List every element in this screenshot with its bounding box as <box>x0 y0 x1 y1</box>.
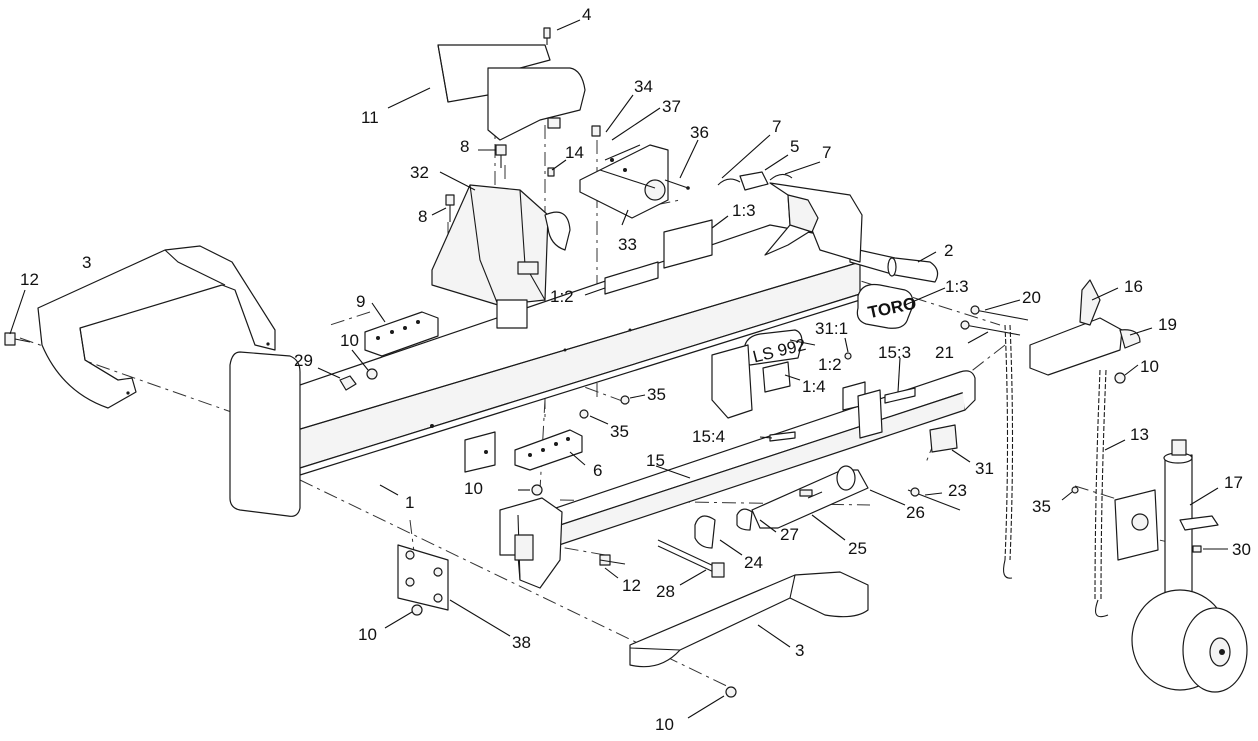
valve-rod <box>664 179 690 190</box>
callout-15-4: 15:4 <box>692 427 725 446</box>
wedge-shield <box>487 67 586 141</box>
callout-4: 4 <box>582 5 591 24</box>
callout-26: 26 <box>906 503 925 522</box>
callout-33: 33 <box>618 235 637 254</box>
bolts-20-21 <box>960 305 1029 336</box>
callout-10-plate: 10 <box>358 625 377 644</box>
callout-10-bottom: 10 <box>655 715 674 734</box>
beam-end-cap <box>229 351 301 517</box>
callout-27: 27 <box>780 525 799 544</box>
callout-8-upper: 8 <box>460 137 469 156</box>
callout-29: 29 <box>294 351 313 370</box>
callout-3-upper: 3 <box>82 253 91 272</box>
callout-1-2-top: 1:2 <box>550 287 574 306</box>
callout-3-lower: 3 <box>795 641 804 660</box>
callout-31-1: 31:1 <box>815 319 848 338</box>
wedge <box>431 184 571 329</box>
backing-plate <box>397 544 449 611</box>
callout-12-lower: 12 <box>622 576 641 595</box>
callout-37: 37 <box>662 97 681 116</box>
callout-30: 30 <box>1232 540 1251 559</box>
cylinder-mount <box>499 497 563 589</box>
beam-lower-bracket <box>464 431 496 473</box>
callout-10-hitch: 10 <box>1140 357 1159 376</box>
callout-32: 32 <box>410 163 429 182</box>
safety-chains <box>1003 324 1109 618</box>
callout-12-left: 12 <box>20 270 39 289</box>
hardware <box>4 27 1202 698</box>
callout-1-2-mid: 1:2 <box>818 355 842 374</box>
callout-38: 38 <box>512 633 531 652</box>
callout-8-lower: 8 <box>418 207 427 226</box>
callout-10-beam: 10 <box>464 479 483 498</box>
valve-bracket <box>579 144 669 219</box>
callout-19: 19 <box>1158 315 1177 334</box>
callout-16: 16 <box>1124 277 1143 296</box>
callout-15: 15 <box>646 451 665 470</box>
hitch-assembly <box>1029 279 1141 376</box>
callout-labels: 4 11 34 37 36 7 5 7 8 14 32 8 1:3 33 2 3… <box>20 5 1251 734</box>
fender-right <box>629 571 869 668</box>
callout-6: 6 <box>593 461 602 480</box>
callout-24: 24 <box>744 553 763 572</box>
callout-14: 14 <box>565 143 584 162</box>
plate-6 <box>514 429 583 471</box>
callout-25: 25 <box>848 539 867 558</box>
pivot-pin <box>717 171 793 191</box>
callout-1-4: 1:4 <box>802 377 826 396</box>
callout-13: 13 <box>1130 425 1149 444</box>
callout-17: 17 <box>1224 473 1243 492</box>
callout-5: 5 <box>790 137 799 156</box>
push-plate <box>764 182 863 263</box>
callout-20: 20 <box>1022 288 1041 307</box>
callout-9: 9 <box>356 292 365 311</box>
callout-36: 36 <box>690 123 709 142</box>
callout-23: 23 <box>948 481 967 500</box>
bolt-12 <box>599 554 626 566</box>
callout-35-mid: 35 <box>610 422 629 441</box>
callout-31: 31 <box>975 459 994 478</box>
callout-2: 2 <box>944 241 953 260</box>
decal-1-2-top <box>604 261 659 295</box>
leader-lines <box>9 19 1228 719</box>
callout-35-lower: 35 <box>1032 497 1051 516</box>
hydraulic-cylinder <box>751 465 869 529</box>
rods <box>907 487 961 511</box>
callout-21: 21 <box>935 343 954 362</box>
callout-1-3-top: 1:3 <box>732 201 756 220</box>
beam-bracket-plate <box>711 344 791 419</box>
callout-1: 1 <box>405 493 414 512</box>
callout-1-3-right: 1:3 <box>945 277 969 296</box>
jack-wheel <box>1131 589 1248 693</box>
jack-stand <box>1114 439 1219 616</box>
decal-1-3-top <box>663 219 713 269</box>
model-decal: LS 992 <box>744 329 808 366</box>
callout-15-3: 15:3 <box>878 343 911 362</box>
callout-35-upper: 35 <box>647 385 666 404</box>
toro-decal: TORO <box>856 283 918 329</box>
plate-9 <box>364 311 439 357</box>
hitch-plates <box>769 381 958 453</box>
fender-left <box>37 245 276 409</box>
bolt-28 <box>657 539 725 578</box>
callout-10-mid-left: 10 <box>340 331 359 350</box>
handle-grip <box>849 247 939 283</box>
callout-34: 34 <box>634 77 653 96</box>
callout-7-upper: 7 <box>772 117 781 136</box>
callout-28: 28 <box>656 582 675 601</box>
callout-7-right: 7 <box>822 143 831 162</box>
cylinder-rings <box>694 508 753 549</box>
callout-11: 11 <box>361 108 379 127</box>
main-beam <box>296 224 861 476</box>
